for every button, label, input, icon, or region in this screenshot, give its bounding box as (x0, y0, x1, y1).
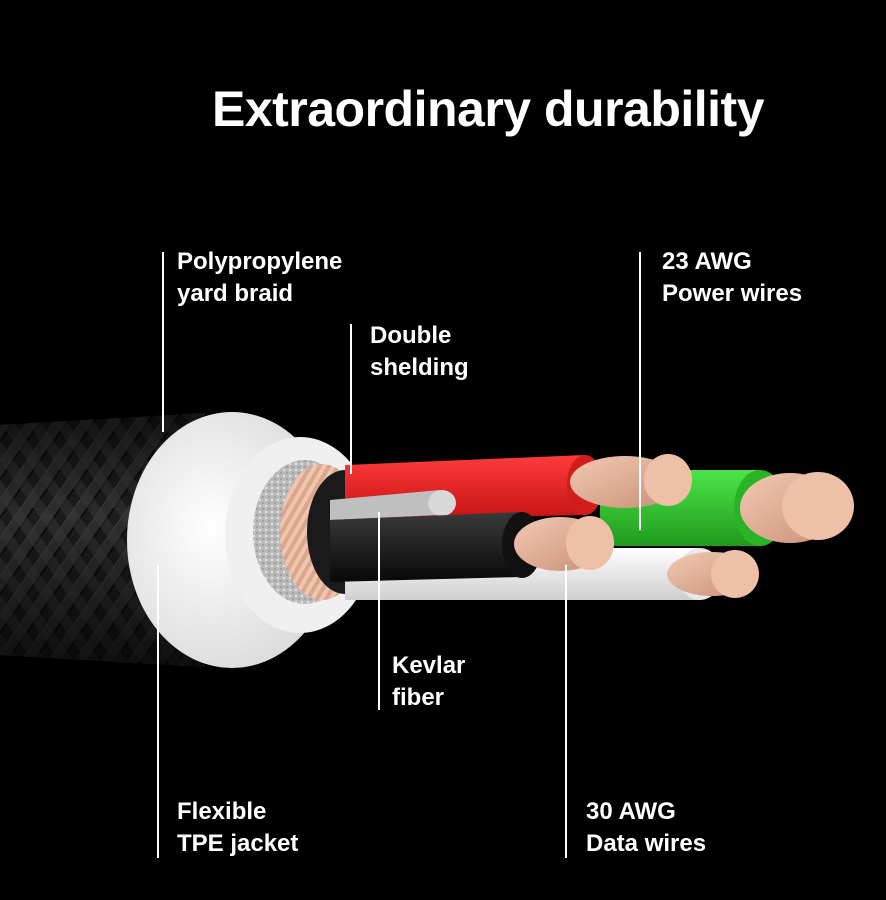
black-data-wire (330, 512, 614, 582)
kevlar-label-line2: fiber (392, 684, 445, 711)
power-label-line2: Power wires (662, 280, 803, 307)
power-callout-line (639, 252, 641, 530)
power-label: 23 AWG Power wires (662, 246, 802, 310)
data-label: 30 AWG Data wires (586, 796, 706, 860)
jacket-label-line2: TPE jacket (177, 830, 299, 857)
shielding-callout-line (350, 324, 352, 474)
braid-callout-line (162, 252, 164, 432)
shielding-label-line2: shelding (370, 354, 469, 381)
jacket-callout-line (157, 565, 159, 858)
kevlar-label-line1: Kevlar (392, 652, 466, 679)
jacket-label: Flexible TPE jacket (177, 796, 298, 860)
braid-label-line1: Polypropylene (177, 248, 343, 275)
shielding-label: Double shelding (370, 320, 469, 384)
kevlar-label: Kevlar fiber (392, 650, 465, 714)
kevlar-callout-line (378, 512, 380, 710)
shielding-label-line1: Double (370, 322, 452, 349)
braid-label: Polypropylene yard braid (177, 246, 342, 310)
data-label-line2: Data wires (586, 830, 707, 857)
braid-label-line2: yard braid (177, 280, 294, 307)
jacket-label-line1: Flexible (177, 798, 267, 825)
kevlar-fiber (330, 490, 456, 520)
data-label-line1: 30 AWG (586, 798, 676, 825)
page-title: Extraordinary durability (211, 81, 765, 137)
power-label-line1: 23 AWG (662, 248, 752, 275)
data-callout-line (565, 565, 567, 858)
